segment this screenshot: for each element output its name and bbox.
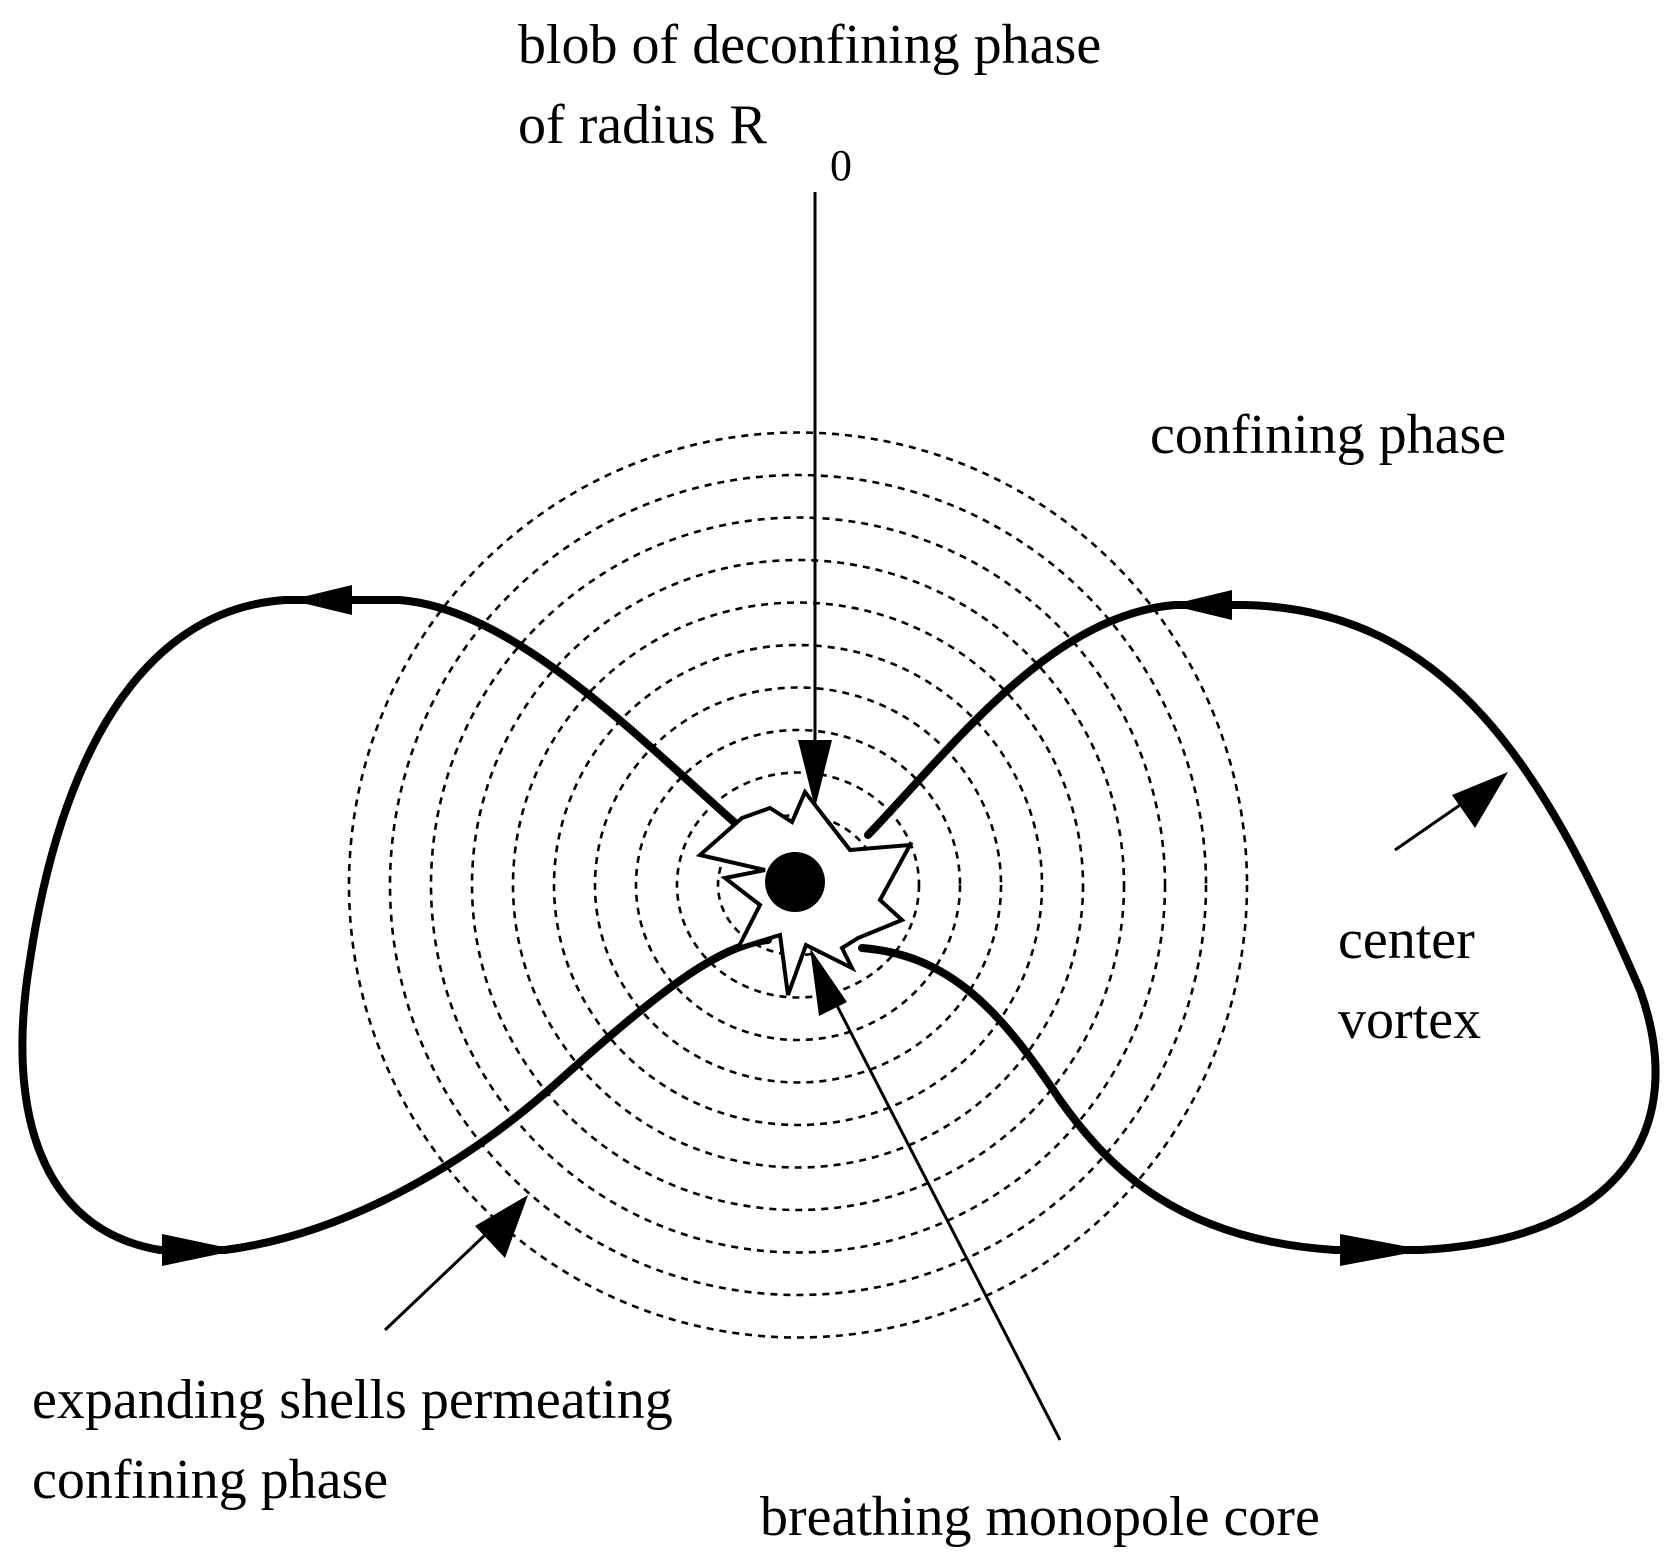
arrowhead-bottom-left: [162, 1234, 238, 1266]
shells-pointer-line: [383, 1233, 487, 1332]
confining-phase-label: confining phase: [1150, 404, 1506, 466]
shell-ring: [593, 686, 1003, 1084]
shells-label-line1: expanding shells permeating: [32, 1369, 673, 1431]
shells-pointer-head: [475, 1195, 528, 1258]
expanding-shells: [347, 431, 1249, 1339]
arrowhead-top-left: [290, 585, 352, 615]
blob-pointer-head: [798, 740, 832, 808]
center-vortex-curve: [18, 596, 1660, 1254]
shell-ring: [552, 643, 1044, 1127]
pointer-arrows: [383, 192, 1508, 1441]
monopole-core: [765, 852, 825, 912]
core-pointer-head: [810, 948, 847, 1016]
vortex-pointer-line: [1394, 803, 1461, 852]
core-pointer-line: [828, 991, 1062, 1441]
shell-ring: [511, 601, 1085, 1169]
blob-label-line2: of radius R: [518, 94, 768, 156]
vortex-left-upper-branch: [18, 596, 772, 1254]
shell-ring: [470, 558, 1126, 1212]
shell-ring: [429, 516, 1167, 1254]
vortex-pointer-head: [1452, 772, 1508, 828]
center-vortex-label-line2: vortex: [1338, 989, 1481, 1051]
shells-label-line2: confining phase: [32, 1449, 388, 1511]
arrowhead-bottom-right: [1340, 1234, 1425, 1266]
blob-label-subscript: 0: [830, 141, 852, 190]
shell-ring: [634, 728, 962, 1042]
shell-ring: [347, 431, 1249, 1339]
center-vortex-label-line1: center: [1338, 909, 1475, 971]
arrowhead-top-right: [1170, 590, 1232, 620]
shell-ring: [388, 473, 1208, 1297]
vortex-right-upper-branch: [858, 601, 1660, 1254]
core-label: breathing monopole core: [760, 1486, 1320, 1548]
blob-label-line1: blob of deconfining phase: [518, 14, 1101, 76]
shell-ring: [675, 771, 921, 999]
vortex-direction-arrows: [162, 585, 1425, 1266]
